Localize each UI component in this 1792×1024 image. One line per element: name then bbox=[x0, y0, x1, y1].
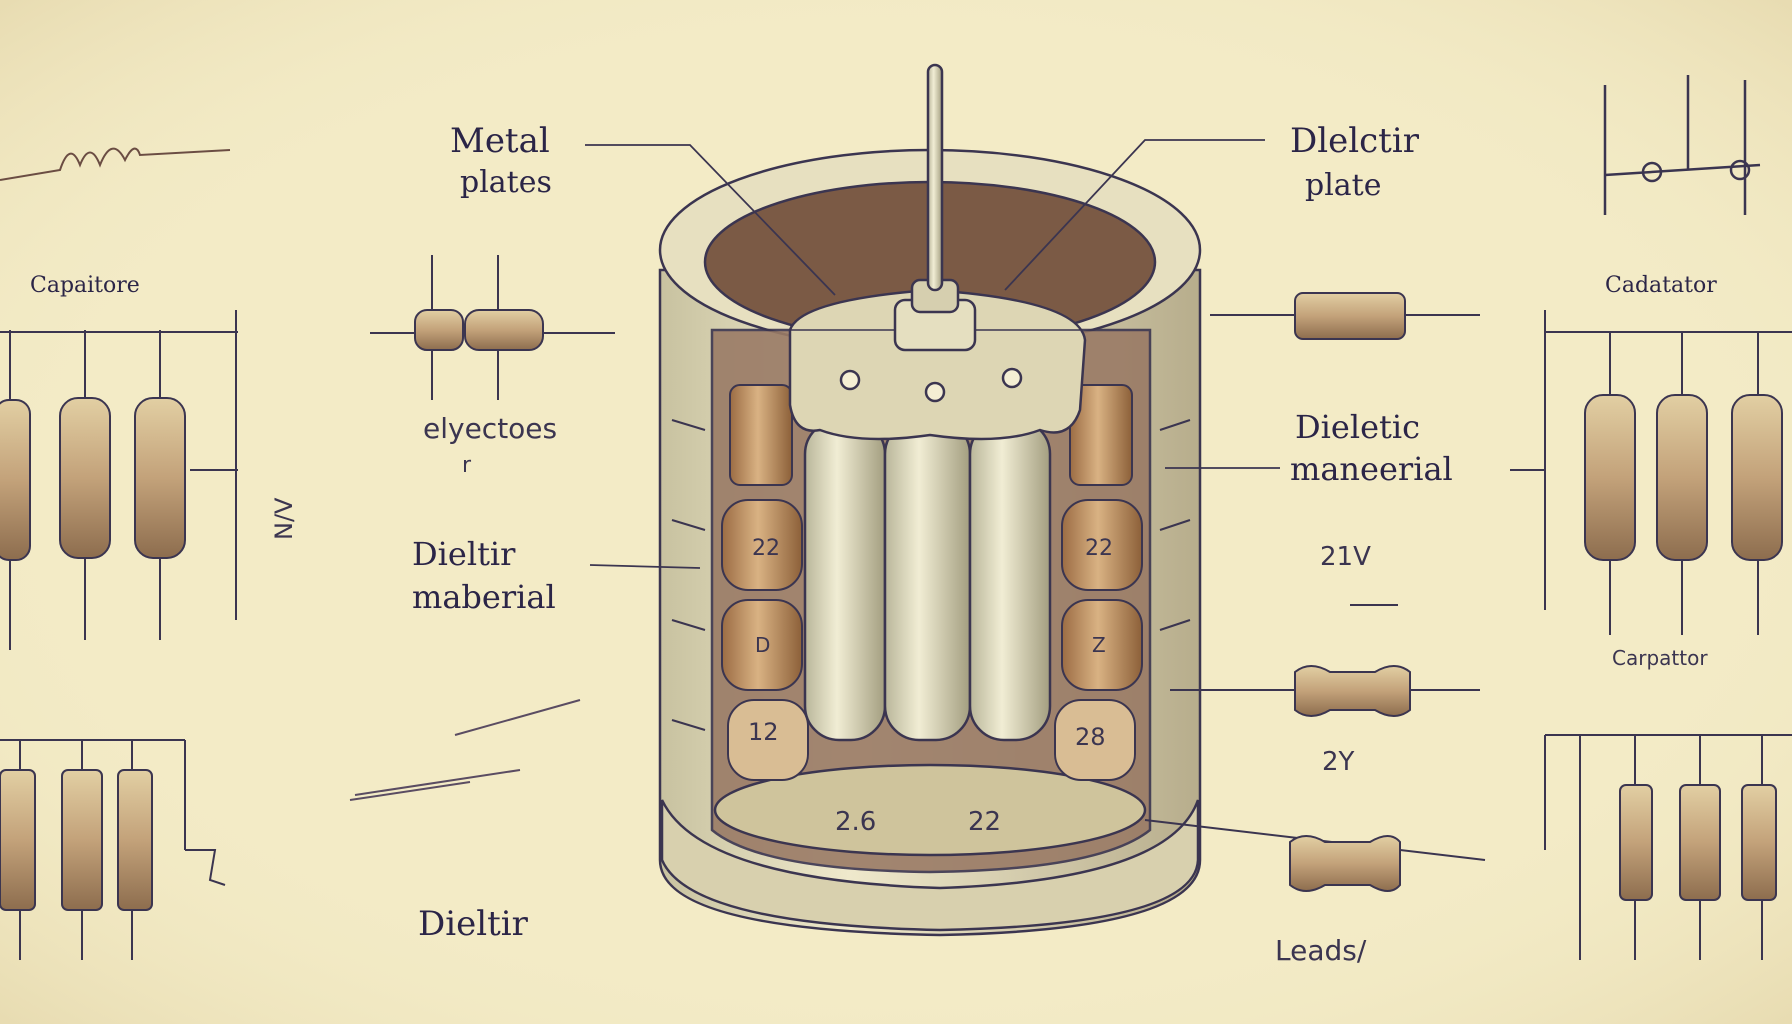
label-value-21v: 21V bbox=[1320, 542, 1371, 572]
disc-value-base-right: 22 bbox=[968, 807, 1001, 837]
label-dielectric-plate-2: plate bbox=[1305, 168, 1382, 203]
left-resistor-bank-lower bbox=[0, 739, 226, 960]
disc-value-left-1: 22 bbox=[752, 536, 780, 561]
right-disc-stack bbox=[1054, 384, 1143, 781]
label-capacitor-right: Cadatator bbox=[1605, 273, 1717, 298]
electrode-rods bbox=[788, 63, 1087, 742]
label-capacitor-right-lower: Carpattor bbox=[1612, 646, 1708, 670]
label-metal-plates-2: plates bbox=[460, 165, 552, 200]
left-sketch-strokes bbox=[349, 699, 581, 801]
left-resistor-bank-upper bbox=[0, 310, 238, 650]
left-squiggle-lead bbox=[0, 147, 231, 181]
label-dielectric-plate-1: Dlelctir bbox=[1290, 121, 1420, 161]
disc-value-base-left: 2.6 bbox=[835, 807, 876, 837]
label-electrodes-mark: r bbox=[462, 453, 472, 478]
label-metal-plates-1: Metal bbox=[450, 121, 550, 161]
label-dielectric-material-left-1: Dieltir bbox=[412, 535, 516, 573]
right-resistor-bank-upper bbox=[1510, 310, 1792, 635]
axial-resistor-bottom bbox=[1144, 819, 1486, 892]
left-disc-stack bbox=[721, 384, 809, 781]
right-switch-symbol bbox=[1603, 75, 1761, 215]
left-electrode-sketch bbox=[370, 255, 615, 400]
label-dielectric-material-left-2: maberial bbox=[412, 578, 556, 616]
axial-resistor-middle bbox=[1170, 665, 1480, 717]
disc-value-left-3: 12 bbox=[748, 718, 779, 746]
label-dielectric-bottom: Dieltir bbox=[418, 904, 529, 944]
label-dielectric-material-right-1: Dieletic bbox=[1295, 408, 1420, 446]
axial-resistor-top bbox=[1210, 292, 1480, 340]
label-dielectric-material-right-2: maneerial bbox=[1290, 450, 1453, 488]
disc-value-right-1: 22 bbox=[1085, 536, 1113, 561]
label-leads: Leads/ bbox=[1275, 934, 1367, 967]
label-electrodes: elyectoes bbox=[423, 412, 557, 445]
leader-lines bbox=[585, 139, 1280, 569]
label-voltage-side: N/V bbox=[270, 497, 298, 540]
label-value-2y: 2Y bbox=[1322, 747, 1355, 777]
disc-value-right-2: Z bbox=[1092, 633, 1106, 657]
label-capacitor-left: Capaitore bbox=[30, 273, 140, 298]
right-resistor-bank-lower bbox=[1544, 734, 1792, 960]
disc-value-right-3: 28 bbox=[1075, 723, 1106, 751]
disc-value-left-2: D bbox=[755, 633, 770, 657]
